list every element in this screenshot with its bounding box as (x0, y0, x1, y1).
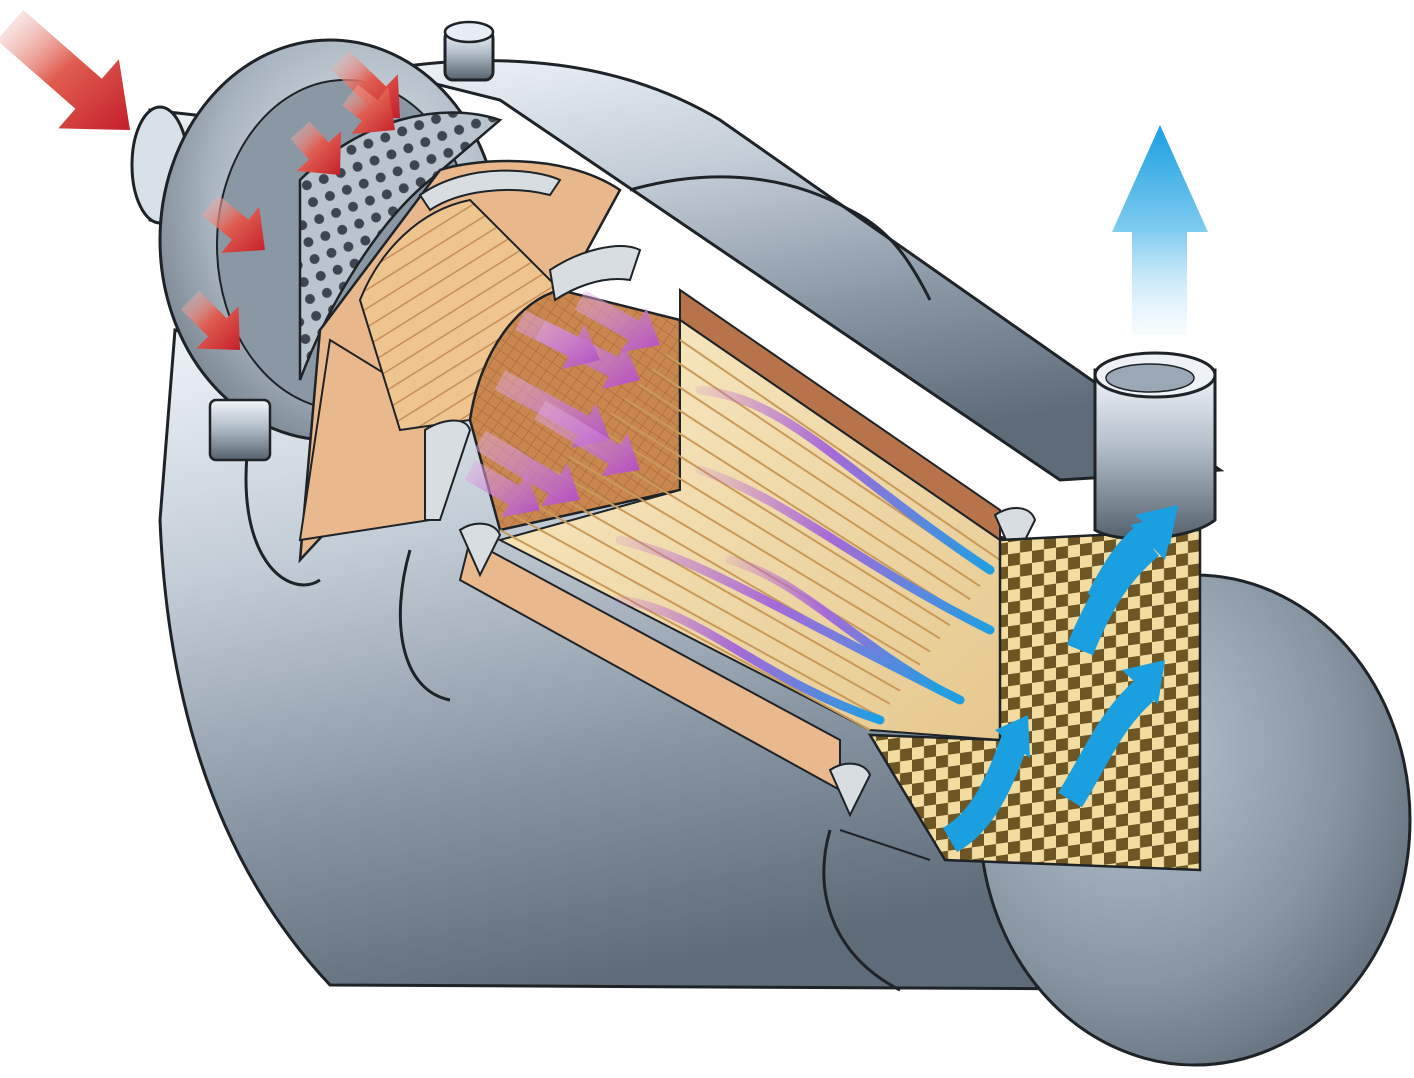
filter-arrow-head (1135, 505, 1178, 545)
channel-line (527, 499, 891, 705)
channel-stream (725, 555, 945, 695)
channel-stream (615, 535, 965, 705)
channel-line (513, 514, 881, 718)
catalyst-arrow (534, 400, 640, 477)
channel-line (541, 485, 901, 692)
clamp-bolt (208, 398, 272, 462)
channel-line (624, 397, 961, 614)
filter-channels (458, 288, 1037, 818)
inlet-arrow (201, 194, 265, 253)
channel-flow-streams (615, 385, 995, 725)
channel-stream (695, 465, 995, 635)
inlet-arrow (342, 84, 395, 134)
channel-lines (499, 339, 1001, 731)
inlet-arrow (290, 121, 342, 175)
channel-line (637, 383, 971, 601)
catalyst-arrow (515, 310, 600, 370)
catalyst-arrow (464, 460, 540, 518)
channel-line (582, 441, 931, 653)
catalyst-flow-arrows (464, 290, 660, 518)
catalyst-arrow (474, 430, 580, 507)
channel-line (651, 368, 981, 587)
channel-line (596, 426, 941, 640)
filter-arrow-head (1122, 660, 1165, 704)
catalyst-brick (358, 198, 562, 432)
inlet-flow-arrows (0, 9, 400, 350)
outlet-flow-arrows (1112, 125, 1208, 335)
filter-arrow-head (995, 715, 1030, 758)
filter-arrow-body (1058, 679, 1155, 808)
outlet-pipe (1093, 351, 1217, 541)
inlet-arrow (180, 290, 240, 350)
channel-stream (615, 595, 885, 725)
filter-flow-arrows (942, 505, 1178, 853)
channel-line (610, 412, 951, 627)
channel-line (499, 529, 871, 731)
inlet-arrow-main (0, 9, 130, 130)
channel-stream (695, 385, 995, 575)
filter-arrow-body (942, 735, 1029, 853)
channel-line (679, 339, 1001, 561)
catalyst-arrow (574, 290, 660, 353)
outlet-arrow (1112, 125, 1208, 335)
perforated-plate (298, 111, 503, 381)
